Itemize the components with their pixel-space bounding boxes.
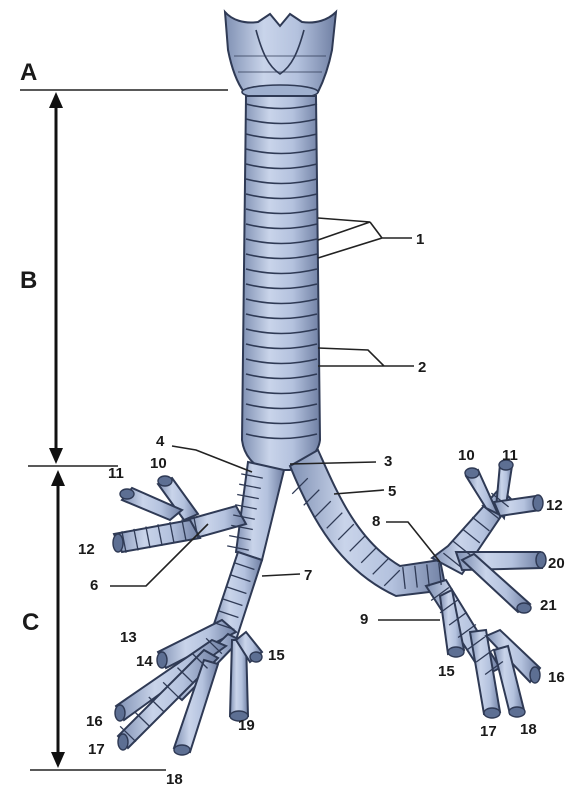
label-5: 5: [388, 483, 396, 500]
trachea: [242, 96, 320, 470]
label-8: 8: [372, 513, 380, 530]
label-10-left-lung: 10: [458, 447, 475, 464]
label-15-left-lung: 15: [438, 663, 455, 680]
label-20: 20: [548, 555, 565, 572]
label-16-right-lung: 16: [86, 713, 103, 730]
label-18-right-lung: 18: [166, 771, 183, 788]
label-15-right-lung: 15: [268, 647, 285, 664]
label-12-right-lung: 12: [78, 541, 95, 558]
label-14: 14: [136, 653, 153, 670]
label-9: 9: [360, 611, 368, 628]
label-17-right-lung: 17: [88, 741, 105, 758]
label-3: 3: [384, 453, 392, 470]
label-10-right-lung: 10: [150, 455, 167, 472]
label-4: 4: [156, 433, 165, 450]
label-16-left-lung: 16: [548, 669, 565, 686]
label-2: 2: [418, 359, 426, 376]
section-label-c: C: [22, 609, 39, 636]
label-17-left-lung: 17: [480, 723, 497, 740]
right-main-bronchus: [113, 462, 284, 755]
label-7: 7: [304, 567, 312, 584]
label-18-left-lung: 18: [520, 721, 537, 738]
label-1: 1: [416, 231, 424, 248]
label-13: 13: [120, 629, 137, 646]
larynx: [225, 12, 336, 99]
label-19: 19: [238, 717, 255, 734]
section-label-a: A: [20, 59, 37, 86]
section-label-b: B: [20, 267, 37, 294]
label-11-right-lung: 11: [108, 465, 124, 482]
label-11-left-lung: 11: [502, 447, 518, 464]
label-21: 21: [540, 597, 557, 614]
label-6: 6: [90, 577, 98, 594]
label-12-left-lung: 12: [546, 497, 563, 514]
left-main-bronchus: [290, 450, 546, 718]
